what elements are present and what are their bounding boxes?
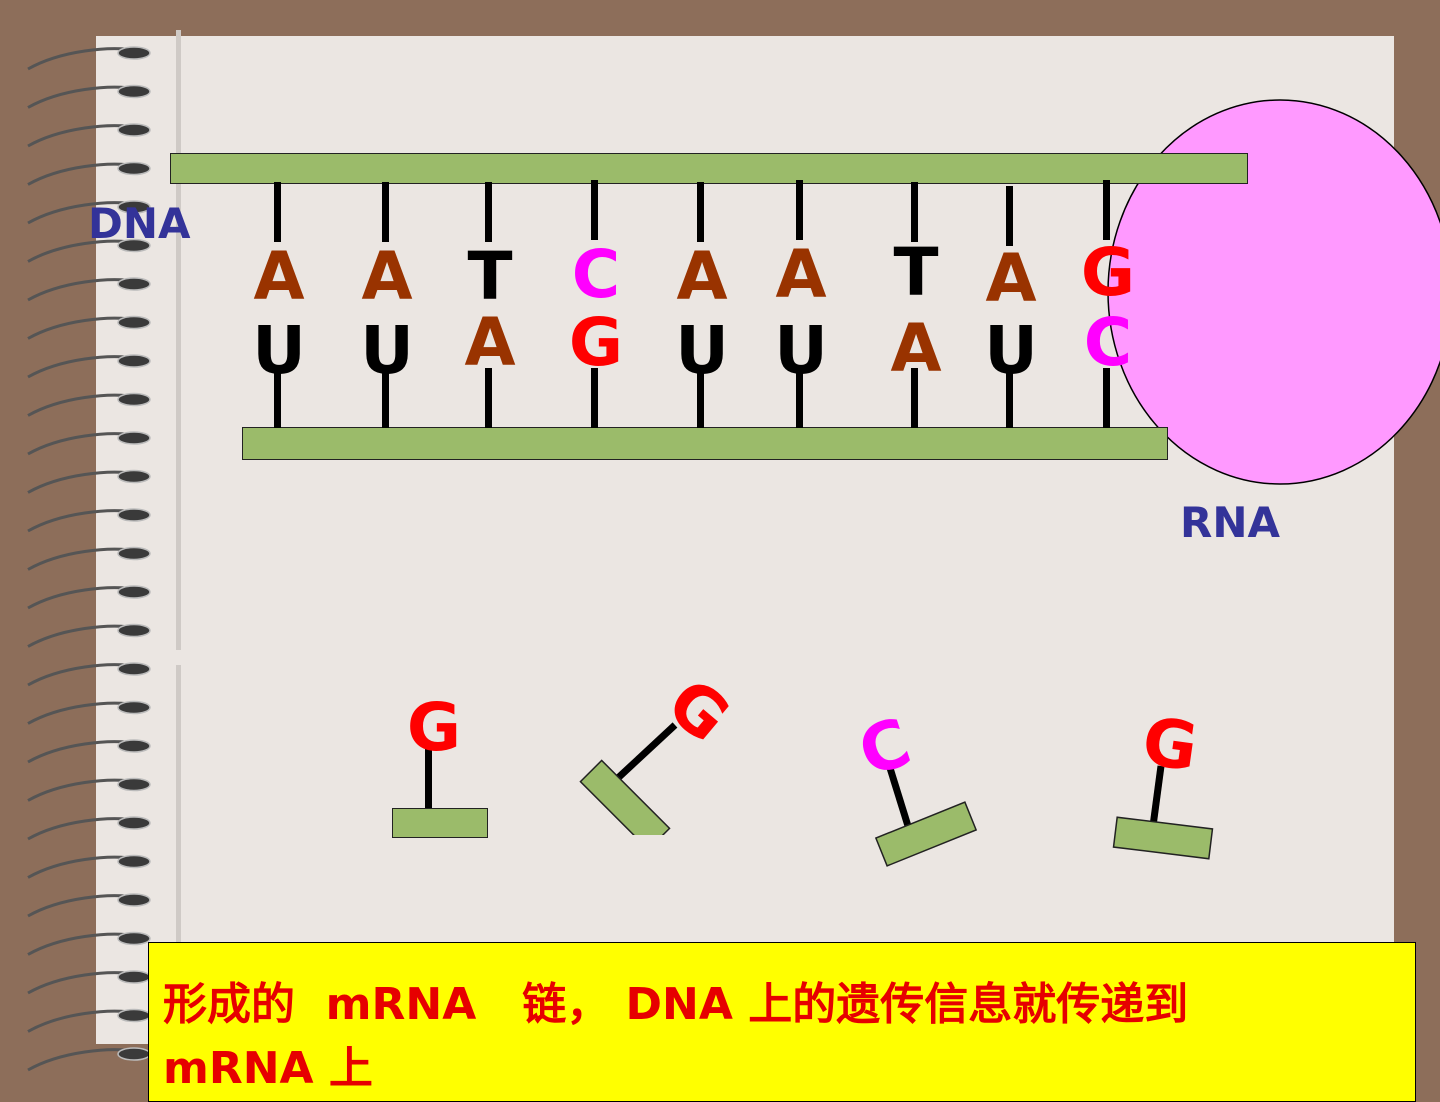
bottom-base: U (675, 312, 729, 389)
caption-text: 形成的 mRNA 链， DNA 上的遗传信息就传递到 mRNA 上 (163, 979, 1189, 1094)
spiral-ring (117, 161, 151, 176)
spiral-ring (117, 585, 151, 599)
top-base-stick (1103, 180, 1110, 240)
bottom-base: U (252, 312, 306, 389)
bottom-base-stick (697, 372, 704, 428)
bottom-base: U (774, 312, 828, 389)
free-nucleotide-sugar (874, 766, 978, 867)
spiral-ring (117, 970, 151, 984)
margin-line (176, 30, 181, 650)
bottom-base: U (984, 312, 1038, 389)
top-base-stick (382, 182, 389, 242)
top-base-stick (274, 182, 281, 242)
spiral-ring (117, 277, 151, 291)
spiral-ring (117, 662, 151, 676)
bottom-base-stick (274, 372, 281, 428)
top-base-stick (911, 182, 918, 242)
spiral-ring (117, 354, 151, 368)
top-base-stick (1006, 186, 1013, 246)
bottom-base-stick (1103, 368, 1110, 428)
bottom-base: A (890, 310, 942, 387)
bottom-base-stick (382, 372, 389, 428)
free-nucleotide-sugar (1112, 765, 1214, 860)
top-base-stick (697, 182, 704, 242)
bottom-base-stick (485, 368, 492, 428)
margin-line (176, 665, 181, 1045)
bottom-base-stick (911, 368, 918, 428)
spiral-ring (117, 46, 151, 60)
dna-label: DNA (88, 199, 191, 248)
dna-top-strand (170, 153, 1248, 184)
spiral-ring (117, 700, 151, 715)
free-nucleotide-sugar (392, 808, 488, 838)
top-base: T (467, 238, 513, 315)
spiral-ring (117, 238, 151, 253)
bottom-base-stick (591, 368, 598, 428)
free-nucleotide-base: G (406, 689, 462, 766)
spiral-ring (117, 816, 151, 830)
bottom-base: C (1083, 304, 1133, 381)
spiral-ring (117, 623, 151, 638)
rna-label: RNA (1180, 498, 1280, 547)
top-base-stick (485, 182, 492, 242)
spiral-ring (117, 931, 151, 946)
spiral-ring (117, 315, 151, 330)
caption-box: 形成的 mRNA 链， DNA 上的遗传信息就传递到 mRNA 上 (148, 942, 1416, 1102)
spiral-ring (117, 431, 151, 445)
spiral-ring (117, 777, 151, 792)
spiral-ring (117, 84, 151, 99)
spiral-ring (117, 854, 151, 869)
bottom-base-stick (1006, 372, 1013, 428)
top-base: T (893, 234, 939, 311)
spiral-ring (117, 893, 151, 907)
top-base: A (985, 240, 1037, 317)
top-base: A (775, 236, 827, 313)
notebook-spiral (27, 46, 151, 1072)
top-base-stick (591, 180, 598, 240)
spiral-ring (117, 508, 151, 522)
free-nucleotide-stick (425, 748, 432, 808)
free-nucleotide-base: G (1137, 702, 1203, 787)
top-base: A (676, 238, 728, 315)
top-base: G (1080, 234, 1136, 311)
top-base: C (571, 236, 621, 313)
spiral-ring (117, 469, 151, 484)
top-base: A (253, 238, 305, 315)
mrna-bottom-strand (242, 427, 1168, 460)
free-nucleotide-sugar (579, 722, 678, 835)
top-base-stick (796, 180, 803, 240)
spiral-ring (117, 123, 151, 137)
bottom-base: G (568, 304, 624, 381)
spiral-ring (117, 200, 151, 214)
spiral-ring (117, 1047, 151, 1061)
bottom-base: U (360, 312, 414, 389)
spiral-ring (117, 546, 151, 561)
enzyme-circle (1107, 99, 1440, 485)
top-base: A (361, 238, 413, 315)
spiral-ring (117, 1008, 151, 1023)
spiral-ring (117, 392, 151, 407)
bottom-base-stick (796, 372, 803, 428)
spiral-ring (117, 739, 151, 753)
bottom-base: A (464, 304, 516, 381)
